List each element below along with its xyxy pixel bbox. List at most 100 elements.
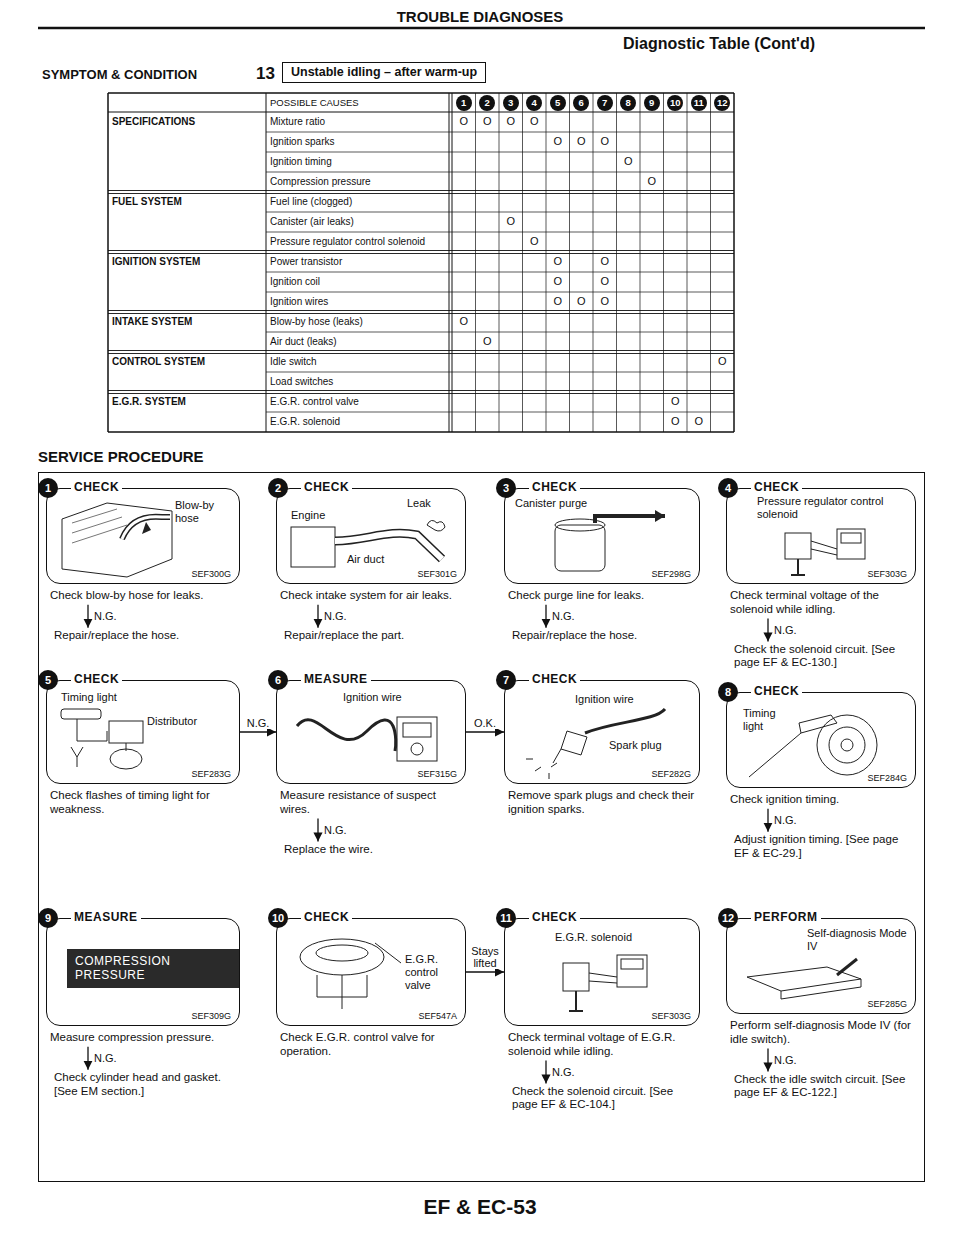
possible-cause: Mixture ratio	[270, 116, 325, 128]
part-label: Timing light	[61, 691, 131, 704]
remedy-text: Repair/replace the hose.	[510, 629, 700, 643]
remedy-text: Check the solenoid circuit. [See page EF…	[510, 1085, 700, 1113]
cause-mark: O	[452, 315, 476, 328]
step-instruction: Check intake system for air leaks.	[276, 589, 466, 603]
possible-cause: E.G.R. solenoid	[270, 416, 340, 428]
step-frame: 3CHECKCanister purgeSEF298G	[504, 488, 700, 584]
cause-mark: O	[687, 415, 711, 428]
remedy-box: Check the solenoid circuit. [See page EF…	[732, 643, 916, 671]
remedy-text: Repair/replace the part.	[282, 629, 466, 643]
remedy-box: Repair/replace the hose.	[52, 629, 240, 643]
part-label: Ignition wire	[575, 693, 645, 706]
system-category: SPECIFICATIONS	[112, 116, 195, 128]
column-number: 7	[597, 95, 613, 111]
remedy-box: Check the idle switch circuit. [See page…	[732, 1073, 916, 1101]
edge-label: N.G.	[93, 610, 118, 622]
remedy-text: Replace the wire.	[282, 843, 466, 857]
possible-cause: Pressure regulator control solenoid	[270, 236, 425, 248]
part-label: E.G.R. solenoid	[555, 931, 645, 944]
step-frame: 2CHECKLeakEngineAir ductSEF301G	[276, 488, 466, 584]
table-line	[108, 190, 734, 191]
figure-code: SEF298G	[651, 569, 691, 580]
table-line	[593, 93, 594, 432]
table-line	[640, 93, 641, 432]
column-number: 2	[479, 95, 495, 111]
possible-cause: Canister (air leaks)	[270, 216, 354, 228]
cause-mark: O	[570, 295, 594, 308]
figure-code: SEF309G	[191, 1011, 231, 1022]
step-heading: MEASURE	[71, 910, 141, 924]
table-line	[266, 332, 734, 333]
edge-label: N.G.	[93, 1052, 118, 1064]
page-number: EF & EC-53	[0, 1194, 960, 1219]
remedy-text: Check cylinder head and gasket. [See EM …	[52, 1071, 240, 1099]
column-number: 4	[526, 95, 542, 111]
edge-label: N.G.	[773, 814, 798, 826]
step-instruction: Check terminal voltage of E.G.R. solenoi…	[504, 1031, 700, 1059]
edge-label: Stays lifted	[467, 945, 503, 969]
step-instruction: Measure compression pressure.	[46, 1031, 240, 1045]
table-line	[266, 132, 734, 133]
column-number: 6	[573, 95, 589, 111]
table-line	[687, 93, 688, 432]
part-label: Self-diagnosis Mode IV	[807, 927, 907, 953]
cause-mark: O	[570, 135, 594, 148]
step-frame: 10CHECKE.G.R. control valveSEF547A	[276, 918, 466, 1026]
possible-cause: Air duct (leaks)	[270, 336, 337, 348]
step-instruction: Perform self-diagnosis Mode IV (for idle…	[726, 1019, 916, 1047]
table-line	[108, 390, 734, 391]
part-label: Blow-by hose	[175, 499, 237, 525]
table-line	[266, 372, 734, 373]
part-label: COMPRESSION PRESSURE	[67, 949, 239, 988]
step-instruction: Measure resistance of suspect wires.	[276, 789, 466, 817]
cause-mark: O	[499, 215, 523, 228]
figure-code: SEF282G	[651, 769, 691, 780]
possible-cause: Ignition sparks	[270, 136, 334, 148]
column-number: 9	[644, 95, 660, 111]
possible-cause: E.G.R. control valve	[270, 396, 359, 408]
table-heading: Diagnostic Table (Cont'd)	[520, 34, 815, 53]
table-line	[108, 253, 734, 254]
edge-label: O.K.	[467, 717, 503, 729]
column-number: 3	[503, 95, 519, 111]
callout-number: 8	[718, 682, 738, 702]
figure-code: SEF300G	[191, 569, 231, 580]
callout-number: 1	[38, 478, 58, 498]
table-line	[108, 313, 734, 314]
table-line	[266, 292, 734, 293]
edge-label: N.G.	[551, 610, 576, 622]
system-category: IGNITION SYSTEM	[112, 256, 200, 268]
symptom-number: 13	[256, 64, 275, 84]
column-number: 11	[691, 95, 707, 111]
procedure-step: 12PERFORMSelf-diagnosis Mode IVSEF285GPe…	[726, 918, 916, 1047]
remedy-box: Check the solenoid circuit. [See page EF…	[510, 1085, 700, 1113]
step-instruction: Check blow-by hose for leaks.	[46, 589, 240, 603]
cause-mark: O	[546, 135, 570, 148]
cause-mark: O	[476, 335, 500, 348]
cause-mark: O	[617, 155, 641, 168]
procedure-step: 2CHECKLeakEngineAir ductSEF301G Check int…	[276, 488, 466, 603]
table-line	[663, 93, 664, 432]
figure-code: SEF285G	[867, 999, 907, 1010]
step-frame: 4CHECKPressure regulator control solenoi…	[726, 488, 916, 584]
figure-code: SEF547A	[418, 1011, 457, 1022]
step-heading: CHECK	[529, 480, 580, 494]
remedy-text: Repair/replace the hose.	[52, 629, 240, 643]
procedure-step: 5CHECKTiming lightDistributorSEF283GChec…	[46, 680, 240, 817]
possible-cause: Load switches	[270, 376, 333, 388]
table-line	[569, 93, 570, 432]
page-title: TROUBLE DIAGNOSES	[0, 8, 960, 26]
procedure-step: 3CHECKCanister purgeSEF298GCheck purge l…	[504, 488, 700, 603]
callout-number: 11	[496, 908, 516, 928]
table-line	[522, 93, 523, 432]
step-heading: CHECK	[301, 480, 352, 494]
remedy-box: Repair/replace the hose.	[510, 629, 700, 643]
cause-mark: O	[640, 175, 664, 188]
remedy-box: Check cylinder head and gasket. [See EM …	[52, 1071, 240, 1099]
callout-number: 6	[268, 670, 288, 690]
step-heading: CHECK	[529, 910, 580, 924]
system-category: CONTROL SYSTEM	[112, 356, 205, 368]
